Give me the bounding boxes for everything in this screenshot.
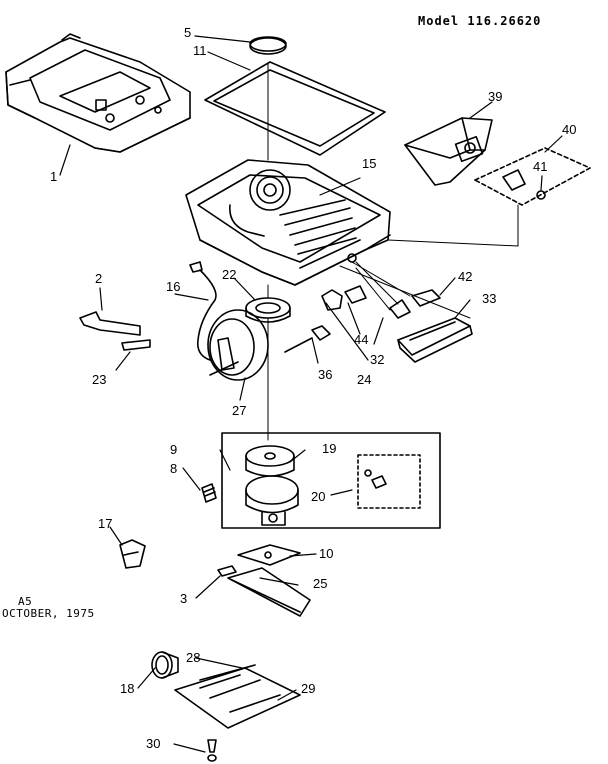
part-label-41: 41 bbox=[533, 159, 548, 174]
part-label-15: 15 bbox=[362, 156, 377, 171]
part-label-27: 27 bbox=[232, 403, 247, 418]
assembly-lines bbox=[267, 63, 519, 441]
revision-code: A5 bbox=[18, 595, 33, 608]
part-label-29: 29 bbox=[301, 681, 316, 696]
filter-disc-part bbox=[249, 36, 287, 55]
part-label-10: 10 bbox=[319, 546, 334, 561]
filter-bag-part bbox=[404, 117, 493, 186]
part-label-20: 20 bbox=[311, 489, 326, 504]
part-label-28: 28 bbox=[186, 650, 201, 665]
brush-kit-part bbox=[364, 469, 387, 489]
part-label-30: 30 bbox=[146, 736, 161, 751]
hood-cover-part bbox=[5, 33, 191, 153]
part-label-8: 8 bbox=[170, 461, 178, 476]
part-label-36: 36 bbox=[318, 367, 333, 382]
wheel-part bbox=[151, 651, 179, 679]
part-label-44: 44 bbox=[354, 332, 369, 347]
part-label-22: 22 bbox=[222, 267, 237, 282]
part-label-9: 9 bbox=[170, 442, 178, 457]
motor-assembly-box bbox=[221, 432, 441, 529]
bottom-shield-part bbox=[217, 565, 311, 617]
callout-leaders bbox=[59, 35, 563, 753]
part-label-25: 25 bbox=[313, 576, 328, 591]
part-label-11: 11 bbox=[193, 43, 207, 58]
revision-date: OCTOBER, 1975 bbox=[2, 607, 95, 620]
part-label-1: 1 bbox=[50, 169, 58, 184]
part-label-42: 42 bbox=[458, 269, 473, 284]
part-label-19: 19 bbox=[322, 441, 337, 456]
mounting-plate-part bbox=[237, 544, 301, 566]
catch-part bbox=[389, 289, 441, 319]
screw-part bbox=[207, 739, 217, 762]
housing-part bbox=[185, 159, 391, 286]
part-label-17: 17 bbox=[98, 516, 113, 531]
bag-holder-outline bbox=[474, 147, 591, 206]
cord-reel-part bbox=[189, 261, 269, 381]
gasket-part bbox=[204, 61, 386, 156]
switch-part bbox=[284, 285, 367, 353]
part-label-23: 23 bbox=[92, 372, 107, 387]
brush-kit-box bbox=[357, 454, 421, 509]
part-label-40: 40 bbox=[562, 122, 577, 137]
part-label-33: 33 bbox=[482, 291, 497, 306]
handle-part bbox=[397, 317, 473, 363]
model-number-title: Model 116.26620 bbox=[418, 14, 542, 28]
part-label-24: 24 bbox=[357, 372, 372, 387]
spring-part bbox=[201, 483, 217, 503]
clip-part bbox=[119, 539, 146, 569]
part-label-3: 3 bbox=[180, 591, 188, 606]
part-label-2: 2 bbox=[95, 271, 103, 286]
base-plate-part bbox=[174, 664, 301, 729]
part-label-39: 39 bbox=[488, 89, 503, 104]
motor-part bbox=[245, 445, 299, 526]
latch-part bbox=[79, 311, 151, 351]
part-label-5: 5 bbox=[184, 25, 192, 40]
bag-holder-part bbox=[502, 169, 546, 200]
part-label-16: 16 bbox=[166, 279, 181, 294]
part-label-18: 18 bbox=[120, 681, 135, 696]
part-label-32: 32 bbox=[370, 352, 385, 367]
